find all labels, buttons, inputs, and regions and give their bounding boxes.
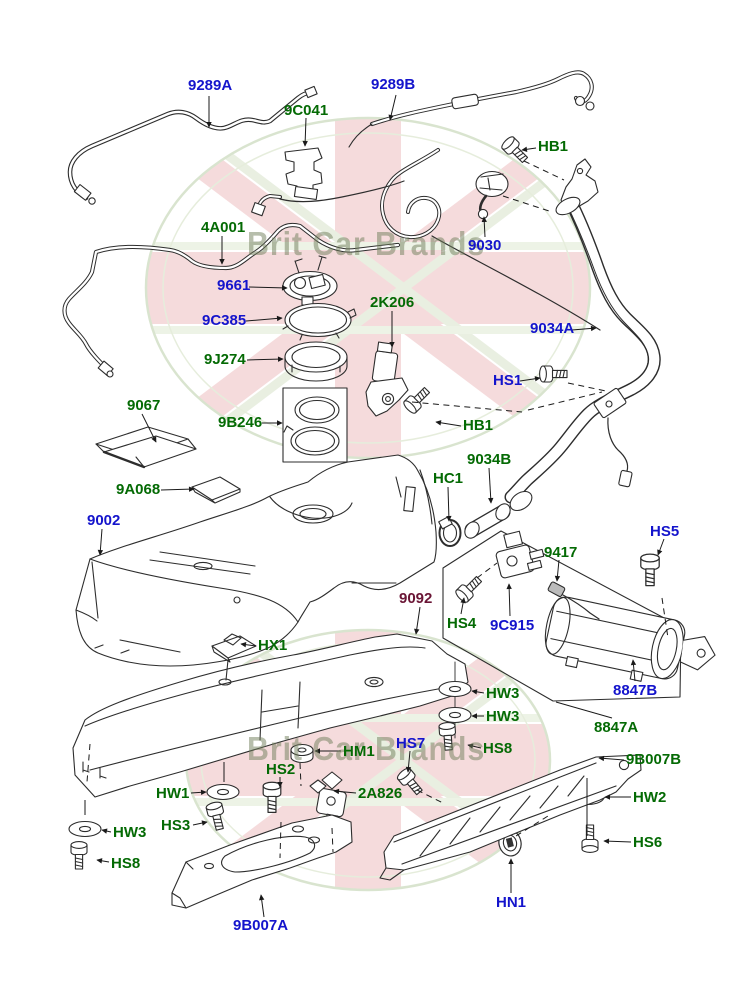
part-9030 xyxy=(475,170,509,220)
bolt-hs4 xyxy=(453,572,486,605)
washer-hw3-1 xyxy=(438,680,472,698)
bolt-hs2 xyxy=(262,781,282,814)
clamp-hc1 xyxy=(438,516,462,547)
part-label-hb1-top: HB1 xyxy=(538,138,569,155)
part-label-hs8-right: HS8 xyxy=(483,740,513,757)
part-label-hs7: HS7 xyxy=(396,735,426,752)
valve-2k206 xyxy=(365,341,409,417)
bolt-hs8-left xyxy=(70,841,88,870)
nut-hm1 xyxy=(290,743,314,764)
part-label-hs5: HS5 xyxy=(650,523,680,540)
part-label-9034a: 9034A xyxy=(530,320,575,337)
part-label-hs6: HS6 xyxy=(633,834,663,851)
shield-9092 xyxy=(72,633,469,798)
part-label-9b246: 9B246 xyxy=(218,414,263,431)
washer-hw3-2 xyxy=(438,706,472,724)
nipple-9417 xyxy=(547,581,600,620)
part-label-4a001: 4A001 xyxy=(201,219,246,236)
hose-9034b xyxy=(464,503,511,539)
filler-pipe-9034a xyxy=(504,158,661,512)
part-label-9289b: 9289B xyxy=(371,76,416,93)
part-label-hs3: HS3 xyxy=(161,817,191,834)
part-label-hs1: HS1 xyxy=(493,372,523,389)
shield-9b007b xyxy=(379,754,642,881)
watermark-text-bottom: Brit Car Brands xyxy=(247,730,486,767)
kit-box-9b246 xyxy=(282,387,348,463)
pipe-9289b xyxy=(348,70,595,148)
bolt-hs5 xyxy=(640,553,660,587)
pipe-9289a xyxy=(67,85,318,205)
bolt-hs6 xyxy=(581,824,599,853)
clip-hx1 xyxy=(211,633,257,686)
watermark-flag-top xyxy=(144,116,592,460)
vent-hose-loop xyxy=(380,148,601,331)
part-label-9b007a: 9B007A xyxy=(233,917,289,934)
part-label-hs2: HS2 xyxy=(266,761,296,778)
clip-9c041 xyxy=(251,147,405,217)
part-label-8847a: 8847A xyxy=(594,719,639,736)
part-label-9092: 9092 xyxy=(399,590,433,607)
part-label-9067: 9067 xyxy=(127,397,161,414)
watermark-text-top: Brit Car Brands xyxy=(247,225,486,262)
part-label-9c041: 9C041 xyxy=(284,102,329,119)
pad-9067 xyxy=(95,426,197,469)
part-label-9b007b: 9B007B xyxy=(626,751,682,768)
part-label-hw1: HW1 xyxy=(156,785,190,802)
part-label-9a068: 9A068 xyxy=(116,481,161,498)
part-label-hw2: HW2 xyxy=(633,789,667,806)
part-label-8847b: 8847B xyxy=(613,682,658,699)
part-label-9030: 9030 xyxy=(468,237,502,254)
part-label-hw3-left: HW3 xyxy=(113,824,147,841)
part-label-2a826: 2A826 xyxy=(358,785,403,802)
part-label-9c385: 9C385 xyxy=(202,312,247,329)
assembly-dashed-lines xyxy=(84,160,669,859)
pad-9a068 xyxy=(191,476,241,504)
washer-hw1 xyxy=(206,783,240,801)
part-label-hb1-mid: HB1 xyxy=(463,417,494,434)
part-label-9j274: 9J274 xyxy=(204,351,246,368)
part-label-hm1: HM1 xyxy=(343,743,375,760)
canister-assembly-8847a xyxy=(442,530,716,702)
washer-hw3-left xyxy=(68,820,102,838)
leader-lines xyxy=(96,94,665,918)
part-label-hw3-right-2: HW3 xyxy=(486,708,520,725)
part-label-9417: 9417 xyxy=(544,544,578,561)
pipe-4a001 xyxy=(62,222,401,378)
part-label-hs4: HS4 xyxy=(447,615,477,632)
lock-ring-9c385 xyxy=(282,302,357,341)
part-label-hc1: HC1 xyxy=(433,470,464,487)
part-label-9002: 9002 xyxy=(87,512,121,529)
part-label-9034b: 9034B xyxy=(467,451,512,468)
fuel-tank-9002 xyxy=(75,454,437,667)
part-label-hn1: HN1 xyxy=(496,894,527,911)
part-label-hx1: HX1 xyxy=(258,637,288,654)
part-label-hw3-right-1: HW3 xyxy=(486,685,520,702)
part-label-9289a: 9289A xyxy=(188,77,233,94)
part-label-9661: 9661 xyxy=(217,277,251,294)
shield-9b007a xyxy=(171,814,353,909)
part-label-hs8-left: HS8 xyxy=(111,855,141,872)
seal-9j274 xyxy=(284,341,348,382)
part-label-2k206: 2K206 xyxy=(370,294,415,311)
part-label-9c915: 9C915 xyxy=(490,617,535,634)
pump-module-9661 xyxy=(282,255,338,306)
valve-9c915 xyxy=(495,530,545,579)
